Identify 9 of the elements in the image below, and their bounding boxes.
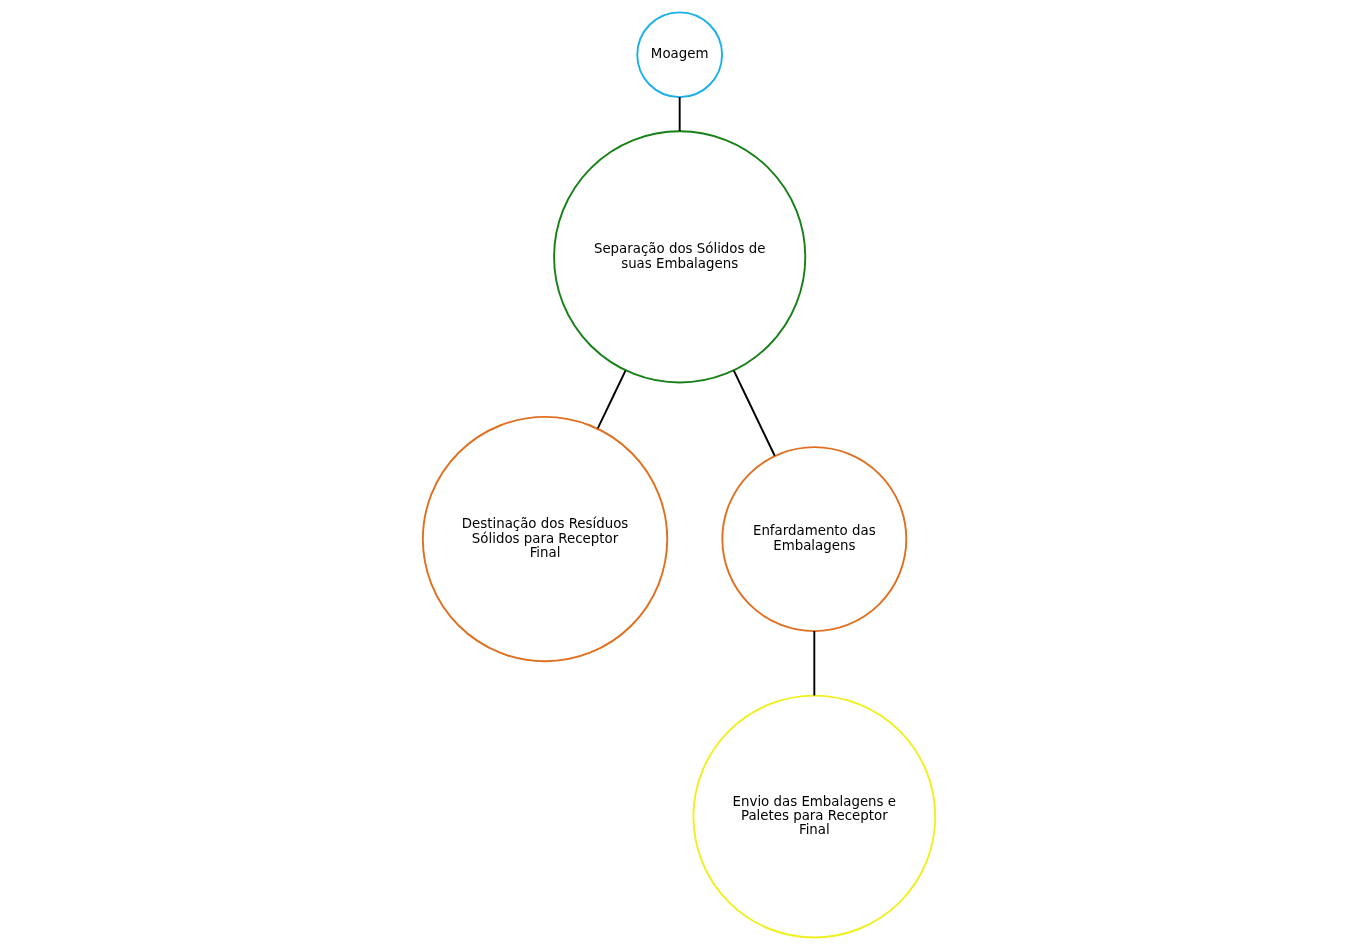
connector [732,369,776,457]
node-circle: Envio das Embalagens e Paletes para Receptor Final [692,694,937,939]
node-circle: Destinação dos Resíduos Sólidos para Receptor Final [421,415,669,663]
node-circle: Separação dos Sólidos de suas Embalagens [553,130,807,384]
connector [813,630,816,697]
connector [678,96,681,132]
node-circle: Enfardamento das Embalagens [721,446,908,633]
connector [596,369,627,430]
node-circle: Moagem [636,11,724,99]
